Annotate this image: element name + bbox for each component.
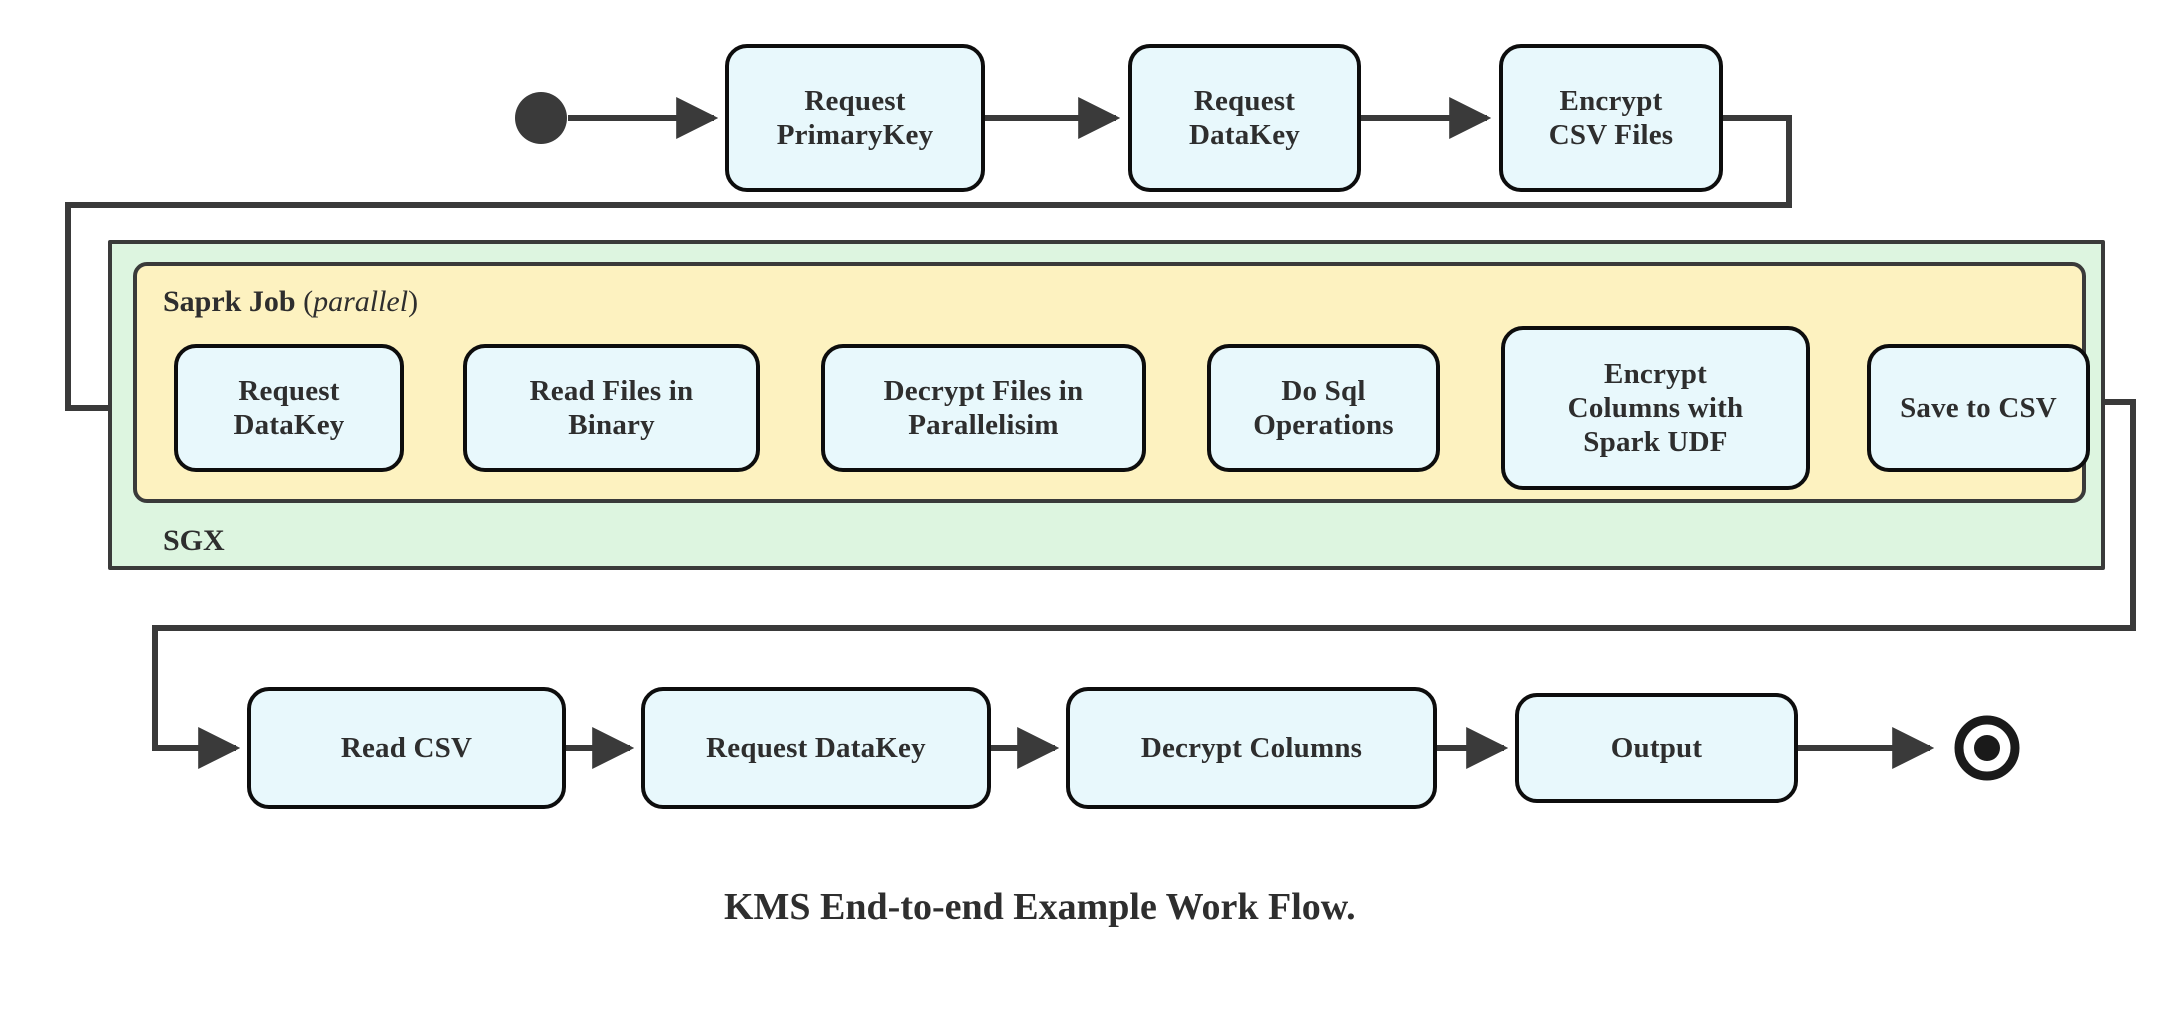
node-output[interactable]: Output bbox=[1515, 693, 1798, 803]
node-line: Request DataKey bbox=[706, 731, 926, 764]
node-line: Request bbox=[804, 84, 906, 117]
node-request-primarykey[interactable]: Request PrimaryKey bbox=[725, 44, 985, 192]
connector-encrypt-csv-to-spark-datakey bbox=[65, 115, 1792, 429]
node-line: Decrypt Columns bbox=[1140, 731, 1363, 764]
node-read-files-in-binary[interactable]: Read Files in Binary bbox=[463, 344, 760, 472]
node-line: Output bbox=[1610, 731, 1703, 764]
node-line: Binary bbox=[568, 409, 655, 441]
spark-job-paren-close: ) bbox=[408, 285, 419, 318]
diagram-caption-text: KMS End-to-end Example Work Flow. bbox=[724, 886, 1356, 928]
node-line: Parallelisim bbox=[908, 409, 1059, 441]
connector-save-csv-to-read-csv bbox=[152, 399, 2136, 769]
node-request-datakey-spark[interactable]: Request DataKey bbox=[174, 344, 404, 472]
node-request-datakey-top[interactable]: Request DataKey bbox=[1128, 44, 1361, 192]
node-request-datakey-bottom[interactable]: Request DataKey bbox=[641, 687, 991, 809]
spark-job-label-bold: Saprk Job bbox=[163, 285, 296, 318]
diagram-caption: KMS End-to-end Example Work Flow. bbox=[724, 885, 1356, 929]
node-decrypt-files-in-parallelisim[interactable]: Decrypt Files in Parallelisim bbox=[821, 344, 1146, 472]
spark-job-paren-open: ( bbox=[303, 285, 314, 318]
node-line: Decrypt Files in bbox=[883, 374, 1084, 407]
node-line: Columns with bbox=[1567, 391, 1744, 424]
node-line: Spark UDF bbox=[1583, 426, 1728, 459]
node-line: Encrypt bbox=[1604, 357, 1707, 390]
node-line: PrimaryKey bbox=[776, 119, 934, 151]
node-line: DataKey bbox=[1189, 119, 1300, 151]
node-read-csv[interactable]: Read CSV bbox=[247, 687, 566, 809]
end-state bbox=[1954, 715, 2020, 781]
node-line: CSV Files bbox=[1548, 119, 1674, 151]
node-encrypt-csv-files[interactable]: Encrypt CSV Files bbox=[1499, 44, 1723, 192]
spark-job-label-italic: parallel bbox=[313, 285, 409, 318]
node-line: Request bbox=[238, 374, 340, 407]
node-line: Read Files in bbox=[529, 374, 694, 407]
container-sgx-label: SGX bbox=[163, 524, 225, 558]
start-state bbox=[515, 92, 567, 144]
node-decrypt-columns[interactable]: Decrypt Columns bbox=[1066, 687, 1437, 809]
node-line: DataKey bbox=[233, 409, 345, 441]
sgx-label-text: SGX bbox=[163, 524, 225, 557]
container-spark-job-label: Saprk Job (parallel) bbox=[163, 285, 418, 319]
node-line: Read CSV bbox=[340, 731, 473, 764]
node-encrypt-columns-with-spark-udf[interactable]: Encrypt Columns with Spark UDF bbox=[1501, 326, 1810, 490]
node-line: Do Sql bbox=[1281, 374, 1366, 407]
node-line: Operations bbox=[1253, 409, 1394, 441]
node-do-sql-operations[interactable]: Do Sql Operations bbox=[1207, 344, 1440, 472]
node-save-to-csv[interactable]: Save to CSV bbox=[1867, 344, 2090, 472]
node-line: Encrypt bbox=[1559, 84, 1663, 117]
node-line: Save to CSV bbox=[1900, 391, 2057, 424]
node-line: Request bbox=[1193, 84, 1296, 117]
